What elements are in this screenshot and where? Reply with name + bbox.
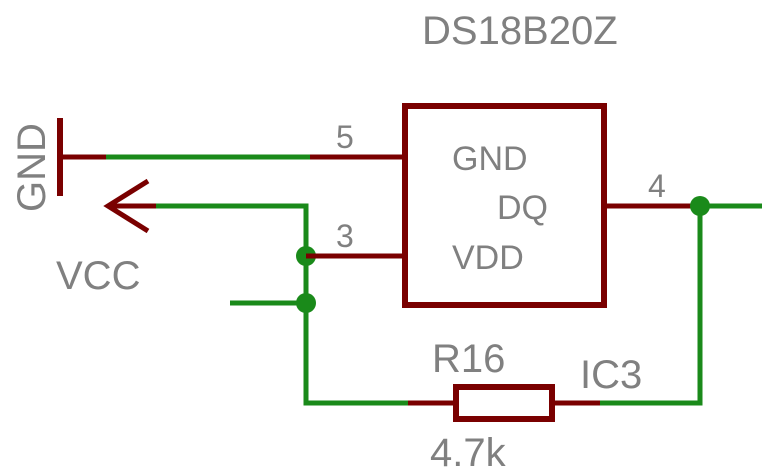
pin-label-dq: DQ (497, 189, 548, 227)
resistor-r16 (408, 384, 600, 422)
junction-dot (690, 196, 710, 216)
gnd-symbol (57, 118, 106, 196)
resistor-ref-label: R16 (432, 337, 505, 381)
resistor-value-label: 4.7k (430, 431, 507, 475)
ic-ref-label: IC3 (580, 353, 642, 397)
junction-dot (296, 293, 316, 313)
vcc-net-wires (156, 203, 408, 406)
pin-number-gnd: 5 (336, 119, 354, 155)
gnd-supply-label: GND (10, 123, 54, 212)
vcc-supply-label: VCC (56, 254, 140, 298)
vcc-arrow-icon (103, 178, 156, 234)
dq-net-wires (600, 203, 762, 406)
ic-part-name: DS18B20Z (422, 9, 618, 53)
pin-number-dq: 4 (648, 168, 666, 204)
pin-label-gnd: GND (452, 140, 528, 178)
pin-number-vdd: 3 (336, 218, 354, 254)
pin-label-vdd: VDD (452, 239, 524, 277)
